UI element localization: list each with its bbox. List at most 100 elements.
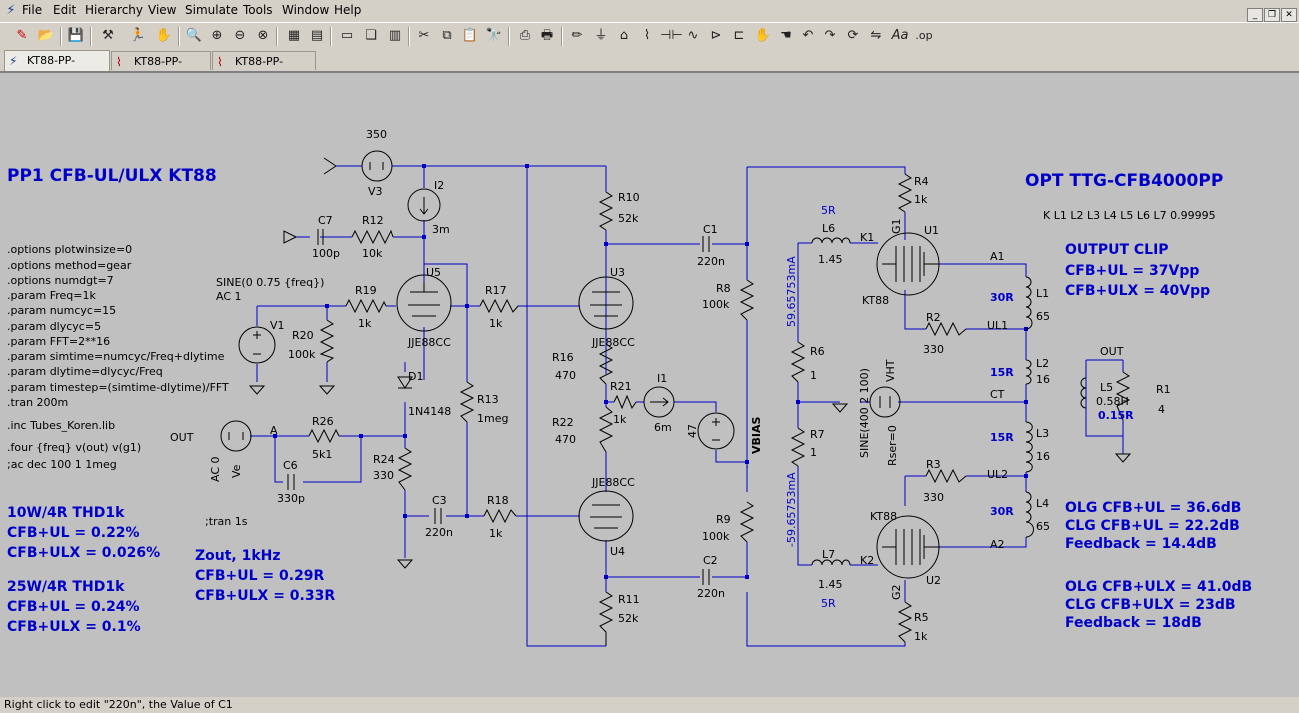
source-v3[interactable] — [361, 150, 393, 182]
resistor-r6[interactable] — [790, 341, 806, 383]
resistor-r21[interactable] — [613, 394, 637, 410]
component-icon[interactable]: ⊏ — [733, 28, 745, 43]
spice-directive[interactable]: .options plotwinsize=0 — [7, 243, 132, 256]
ltspice-app-icon[interactable]: ⚡ — [6, 3, 16, 18]
autorange-icon[interactable]: ▦ — [287, 28, 301, 43]
spice-directive[interactable]: ;tran 1s — [205, 515, 248, 528]
diode-d1[interactable] — [397, 376, 413, 389]
capacitor-c3[interactable] — [434, 508, 442, 524]
draw-wire-icon[interactable]: ✏ — [571, 28, 583, 43]
menu-file[interactable]: File — [22, 3, 43, 17]
mirror-icon[interactable]: ⇋ — [870, 28, 882, 43]
ground-icon[interactable]: ⏚ — [594, 28, 608, 43]
spice-directive[interactable]: .param dlycyc=5 — [7, 320, 101, 333]
tube-u3[interactable] — [578, 276, 634, 330]
tab-schematic[interactable]: ⚡KT88-PP-2.asc — [4, 50, 110, 86]
menu-tools[interactable]: Tools — [243, 3, 273, 17]
cascade-icon[interactable]: ❏ — [365, 28, 377, 43]
control-panel-icon[interactable]: ⚒ — [102, 28, 114, 43]
tab-fft[interactable]: ⌇KT88-PP-2.fft — [111, 51, 211, 87]
spice-directive[interactable]: .param timestep=(simtime-dlytime)/FFT — [7, 381, 229, 394]
print-icon[interactable]: 🖶 — [540, 28, 554, 43]
menu-simulate[interactable]: Simulate — [185, 3, 239, 17]
spice-directive[interactable]: .tran 200m — [7, 396, 68, 409]
save-icon[interactable]: 💾 — [67, 28, 85, 43]
rotate-icon[interactable]: ⟳ — [847, 28, 859, 43]
close-icon[interactable]: ✕ — [1281, 8, 1297, 22]
capacitor-icon[interactable]: ⊣⊢ — [660, 28, 683, 43]
capacitor-c1[interactable] — [702, 236, 710, 252]
zoom-in-icon[interactable]: 🔍 — [185, 28, 203, 43]
grid-icon[interactable]: ▤ — [310, 28, 324, 43]
find-icon[interactable]: 🔭 — [485, 28, 503, 43]
schematic-drawing[interactable]: 350 V3 I2 3m C7 100p R12 10k SINE(0 0.75… — [0, 73, 1299, 697]
inductor-l3[interactable] — [1025, 421, 1033, 473]
new-schematic-icon[interactable]: ✎ — [16, 28, 28, 43]
undo-icon[interactable]: ↶ — [802, 28, 814, 43]
label-net-icon[interactable]: ⌂ — [619, 28, 629, 43]
inductor-l4[interactable] — [1025, 491, 1034, 538]
tab-raw[interactable]: ⌇KT88-PP-2.raw — [212, 51, 316, 87]
redo-icon[interactable]: ↷ — [824, 28, 836, 43]
inductor-l1[interactable] — [1025, 276, 1033, 330]
paste-icon[interactable]: 📋 — [461, 28, 479, 43]
spice-directive[interactable]: ;ac dec 100 1 1meg — [7, 458, 117, 471]
drag-hand-icon[interactable]: ☚ — [780, 28, 792, 43]
resistor-r10[interactable] — [598, 191, 614, 231]
capacitor-c6[interactable] — [287, 474, 295, 490]
zoom-out-icon[interactable]: ⊖ — [234, 28, 246, 43]
spice-directive[interactable]: .param simtime=numcyc/Freq+dlytime — [7, 350, 225, 363]
resistor-r22[interactable] — [598, 406, 614, 453]
run-icon[interactable]: 🏃 — [129, 28, 147, 43]
capacitor-c7[interactable] — [317, 229, 324, 245]
resistor-r9[interactable] — [739, 501, 755, 543]
inductor-l5[interactable] — [1080, 377, 1087, 409]
tube-u4[interactable] — [578, 490, 634, 542]
current-source-i2[interactable] — [407, 188, 441, 222]
zoom-fit-icon[interactable]: ⊗ — [257, 28, 269, 43]
spice-directive[interactable]: .options method=gear — [7, 259, 132, 272]
restore-icon[interactable]: ❐ — [1264, 8, 1280, 22]
open-icon[interactable]: 📂 — [37, 28, 55, 43]
resistor-r12[interactable] — [351, 229, 394, 245]
tile-vertical-icon[interactable]: ▥ — [388, 28, 402, 43]
spice-directive[interactable]: .options numdgt=7 — [7, 274, 114, 287]
move-hand-icon[interactable]: ✋ — [754, 28, 772, 43]
tile-horizontal-icon[interactable]: ▭ — [340, 28, 354, 43]
menu-edit[interactable]: Edit — [53, 3, 77, 17]
inductor-l7[interactable] — [811, 559, 851, 566]
spice-directive[interactable]: .param Freq=1k — [7, 289, 96, 302]
resistor-r24[interactable] — [397, 447, 413, 491]
resistor-r16[interactable] — [598, 343, 614, 385]
spice-directive[interactable]: .param numcyc=15 — [7, 304, 116, 317]
diode-icon[interactable]: ⊳ — [710, 28, 722, 43]
spice-directive-icon[interactable]: .op — [915, 29, 933, 42]
spice-directive[interactable]: .inc Tubes_Koren.lib — [7, 419, 115, 432]
resistor-r5[interactable] — [897, 601, 913, 643]
spice-directive[interactable]: .four {freq} v(out) v(g1) — [7, 441, 141, 454]
resistor-r4[interactable] — [897, 173, 913, 213]
resistor-r18[interactable] — [483, 508, 517, 524]
capacitor-c2[interactable] — [702, 569, 710, 585]
resistor-r2[interactable] — [925, 321, 967, 337]
menu-window[interactable]: Window — [282, 3, 330, 17]
zoom-pan-icon[interactable]: ⊕ — [211, 28, 223, 43]
spice-directive[interactable]: K L1 L2 L3 L4 L5 L6 L7 0.99995 — [1043, 209, 1216, 222]
text-icon[interactable]: Aa — [891, 28, 909, 43]
copy-icon[interactable]: ⧉ — [442, 28, 452, 43]
resistor-r8[interactable] — [739, 279, 755, 321]
resistor-r1[interactable] — [1115, 371, 1131, 421]
tube-u5[interactable] — [396, 274, 452, 332]
menu-hierarchy[interactable]: Hierarchy — [85, 3, 144, 17]
resistor-r26[interactable] — [308, 428, 340, 444]
menu-view[interactable]: View — [148, 3, 177, 17]
source-v1[interactable] — [238, 326, 276, 364]
inductor-l2[interactable] — [1025, 359, 1032, 385]
resistor-r13[interactable] — [459, 381, 475, 423]
minimize-icon[interactable]: _ — [1247, 8, 1263, 22]
resistor-r7[interactable] — [790, 427, 806, 467]
resistor-r17[interactable] — [479, 298, 519, 314]
resistor-icon[interactable]: ⌇ — [643, 28, 651, 43]
cut-icon[interactable]: ✂ — [418, 28, 430, 43]
schematic-canvas[interactable]: 350 V3 I2 3m C7 100p R12 10k SINE(0 0.75… — [0, 71, 1299, 697]
